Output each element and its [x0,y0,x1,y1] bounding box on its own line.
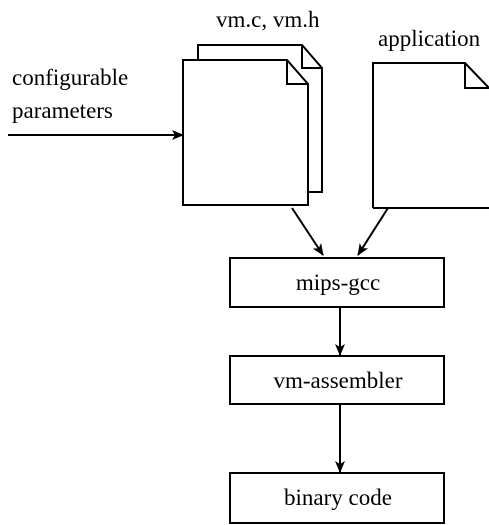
vm-c-document-icon [182,59,309,206]
application-to-gcc-arrow [357,207,389,256]
application-label: application [378,26,481,51]
binary-code-box: binary code [229,472,445,524]
mips-gcc-box: mips-gcc [229,257,445,308]
binary-code-label: binary code [284,485,392,510]
mips-gcc-label: mips-gcc [296,270,380,295]
vm-assembler-box: vm-assembler [229,355,445,405]
vm-files-label: vm.c, vm.h [216,7,320,32]
vm-assembler-label: vm-assembler [273,368,402,393]
vm-to-gcc-arrow [291,207,324,256]
application-document-icon [372,62,489,209]
configurable-parameters-label-line2: parameters [12,98,113,123]
configurable-parameters-label-line1: configurable [12,65,128,90]
